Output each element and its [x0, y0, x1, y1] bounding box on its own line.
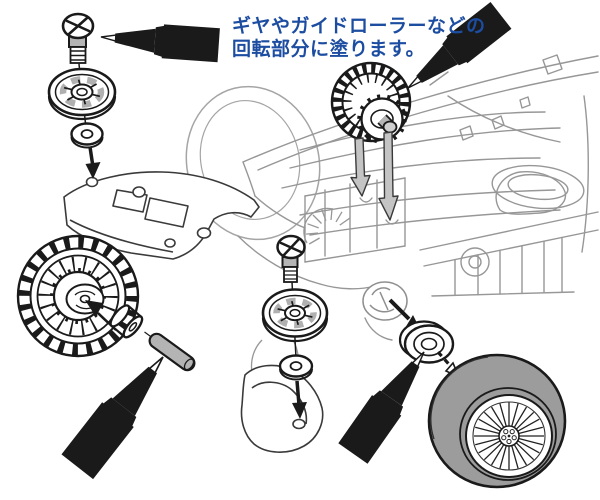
front-bumper — [63, 171, 260, 260]
wheel-boss — [362, 281, 408, 321]
counter-gear — [330, 61, 412, 144]
guide-roller-front — [47, 67, 117, 121]
bearing-washer-rear — [398, 320, 455, 364]
washer-front — [70, 122, 104, 149]
grease-applicator-bottom-left — [60, 343, 180, 480]
caption-line-2: 回転部分に塗ります。 — [232, 37, 425, 60]
insert-arrow-front-left — [85, 146, 101, 179]
caption-line-1: ギヤやガイドローラーなどの — [232, 15, 486, 37]
internal-crown-gear-fan — [303, 207, 351, 245]
rear-stay — [240, 339, 324, 453]
grease-applicator-top-left — [99, 19, 221, 63]
caption: ギヤやガイドローラーなどの 回転部分に塗ります。 — [232, 15, 486, 60]
washer-center — [278, 354, 314, 381]
insert-arrow-gear-right — [378, 131, 399, 221]
crown-gear — [16, 234, 140, 358]
spacer-bushing — [109, 304, 144, 339]
screw-front-left — [61, 12, 95, 129]
shaft-pin — [144, 331, 196, 372]
wheel-spokes — [474, 402, 544, 470]
insert-arrow-gear-left — [350, 137, 371, 197]
insert-arrow-center — [292, 380, 307, 419]
chassis-body — [237, 54, 599, 341]
rear-wheel — [427, 353, 567, 489]
guide-roller-center — [261, 288, 329, 343]
